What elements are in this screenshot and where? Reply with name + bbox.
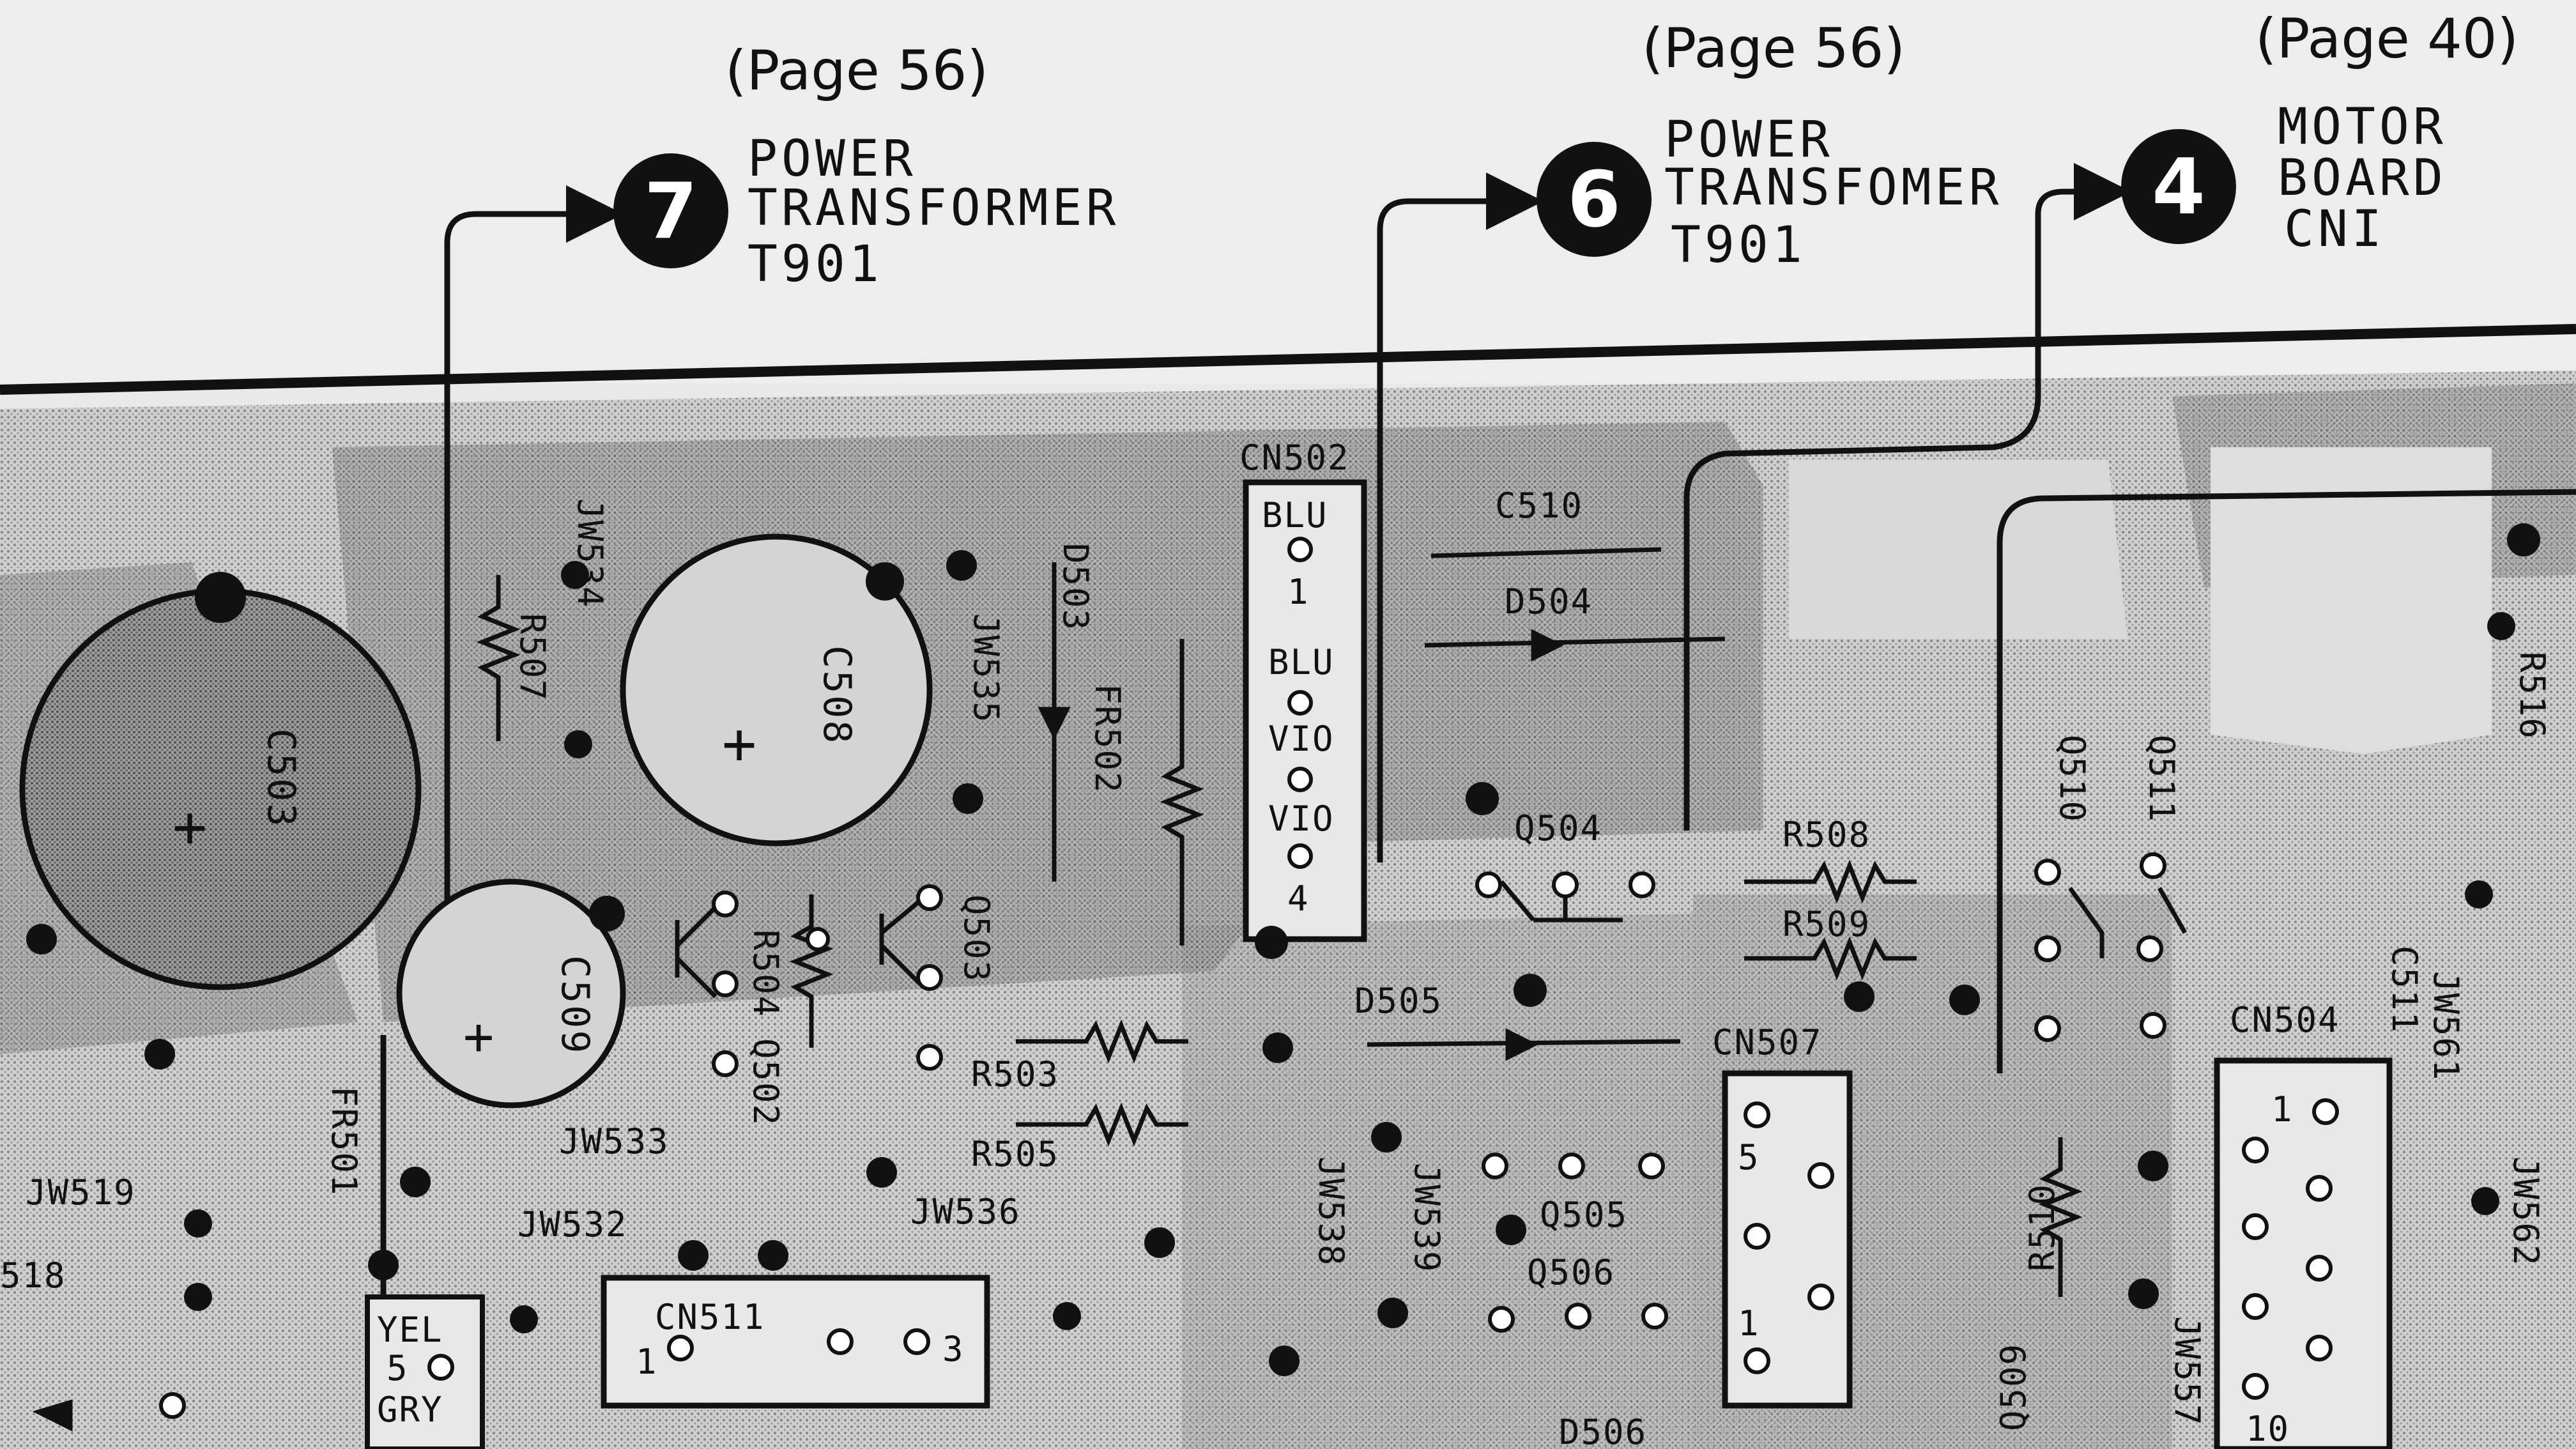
- d505-label: D505: [1354, 981, 1443, 1021]
- d506-label: D506: [1559, 1412, 1647, 1449]
- c511-label: C511: [2384, 946, 2425, 1034]
- cn507-pin-1: 1: [1738, 1303, 1760, 1344]
- c503-label: C503: [259, 728, 303, 829]
- fr502-label: FR502: [1087, 684, 1128, 794]
- capacitor-c503: C503 +: [19, 572, 422, 990]
- wire-to-4: [1683, 163, 2131, 831]
- r507-label: R507: [512, 613, 553, 702]
- connector-6-line3: T901: [1671, 217, 1806, 274]
- q509-label: Q509: [1993, 1343, 2034, 1431]
- jw534-label: JW534: [570, 498, 610, 609]
- capacitor-c508: C508 +: [620, 533, 933, 847]
- jw535-label: JW535: [966, 613, 1006, 724]
- connector-7-badge: [613, 153, 728, 268]
- cn507-connector: CN507 5 1: [1712, 1022, 1853, 1409]
- hollow-pads: [159, 852, 2339, 1419]
- cn507-title: CN507: [1712, 1022, 1823, 1062]
- q502-label: Q502: [746, 1038, 786, 1126]
- svg-text:+: +: [463, 1007, 494, 1066]
- connector-7-line2: TRANSFORMER: [747, 180, 1120, 237]
- cn504-pin-1: 1: [2271, 1089, 2294, 1130]
- cn502-pin-3: BLU: [1268, 642, 1335, 682]
- jw539-label: JW539: [1407, 1163, 1447, 1273]
- d504-label: D504: [1505, 581, 1593, 622]
- cn502-title: CN502: [1239, 438, 1350, 478]
- connector-7-line3: T901: [747, 236, 883, 293]
- connector-7: (Page 56) 7 POWER TRANSFORMER T901: [613, 39, 1120, 293]
- cn504-pin-10: 10: [2246, 1409, 2290, 1449]
- semiconductors: [32, 547, 2188, 1432]
- cn511-title: CN511: [655, 1297, 765, 1337]
- q511-label: Q511: [2142, 735, 2182, 823]
- connector-4-line1: MOTOR: [2278, 98, 2447, 156]
- connector-7-page: (Page 56): [725, 39, 988, 103]
- cn502-connector: CN502 BLU 1 BLU VIO VIO 4: [1239, 438, 1367, 942]
- svg-text:+: +: [722, 710, 756, 778]
- r505-label: R505: [971, 1134, 1059, 1174]
- q510-label: Q510: [2052, 735, 2092, 823]
- capacitor-c509: C509 +: [396, 878, 626, 1108]
- wires: [380, 163, 2576, 1449]
- cn504-title: CN504: [2230, 1000, 2340, 1040]
- divider-line: [0, 324, 2576, 395]
- connector-6-line1: POWER: [1664, 111, 1834, 169]
- connector-4-badge: [2121, 129, 2236, 244]
- r516-label: R516: [2512, 652, 2552, 740]
- r504-label: R504: [746, 930, 786, 1018]
- wire-to-6: [1377, 172, 1544, 862]
- connector-4-line3: CNI: [2284, 201, 2386, 258]
- connector-6-badge: [1537, 142, 1652, 257]
- wire-yel-label: YEL: [377, 1310, 443, 1350]
- q503-label: Q503: [956, 894, 997, 983]
- jw518-label: 518: [0, 1255, 66, 1296]
- cn507-pin-5: 5: [1738, 1137, 1760, 1177]
- jw562-label: JW562: [2506, 1156, 2546, 1267]
- wire-color-labels: YEL 5 GRY: [365, 1294, 485, 1449]
- wire-gry-label: GRY: [377, 1390, 443, 1430]
- r503-label: R503: [971, 1054, 1059, 1094]
- wire-pin5-label: 5: [387, 1348, 409, 1388]
- connector-4-number: 4: [2152, 143, 2205, 232]
- wire-to-7: [444, 185, 624, 1035]
- cn511-pin-1: 1: [636, 1342, 658, 1382]
- connector-6-line2: TRANSFOMER: [1664, 159, 2003, 217]
- connector-6-number: 6: [1567, 156, 1621, 245]
- cn502-pin-6: 4: [1287, 878, 1310, 919]
- cn502-pin-1: BLU: [1262, 495, 1328, 535]
- cn502-pin-4: VIO: [1268, 719, 1335, 759]
- q505-label: Q505: [1540, 1195, 1628, 1235]
- jw557-label: JW557: [2167, 1316, 2207, 1427]
- connector-6-page: (Page 56): [1642, 17, 1905, 80]
- jw532-label: JW532: [518, 1204, 628, 1245]
- connector-6: (Page 56) 6 POWER TRANSFOMER T901: [1537, 17, 2003, 274]
- c510-label: C510: [1495, 486, 1583, 526]
- fr501-label: FR501: [324, 1086, 364, 1197]
- q504-label: Q504: [1514, 808, 1602, 848]
- d503-label: D503: [1055, 543, 1096, 631]
- r509-label: R509: [1782, 904, 1871, 944]
- connector-4: (Page 40) 4 MOTOR BOARD CNI: [2121, 7, 2518, 258]
- connector-4-line2: BOARD: [2278, 150, 2447, 207]
- jw533-label: JW533: [559, 1121, 670, 1162]
- connector-7-number: 7: [644, 167, 698, 256]
- cn511-connector: CN511 1 3: [601, 1275, 990, 1409]
- cn502-pin-2: 1: [1287, 572, 1310, 612]
- c508-label: C508: [815, 645, 859, 746]
- jw561-label: JW561: [2426, 971, 2466, 1082]
- r508-label: R508: [1782, 815, 1871, 855]
- jw536-label: JW536: [910, 1192, 1021, 1232]
- svg-text:+: +: [172, 793, 207, 861]
- cn502-pin-5: VIO: [1268, 799, 1335, 839]
- cn511-pin-3: 3: [942, 1329, 965, 1369]
- connector-7-line1: POWER: [747, 130, 917, 188]
- c509-label: C509: [553, 955, 597, 1055]
- jw519-label: JW519: [26, 1172, 136, 1213]
- q506-label: Q506: [1527, 1252, 1615, 1292]
- jw538-label: JW538: [1311, 1156, 1351, 1267]
- resistors: [476, 575, 2083, 1297]
- pads: [26, 523, 2540, 1376]
- connector-4-page: (Page 40): [2255, 7, 2518, 71]
